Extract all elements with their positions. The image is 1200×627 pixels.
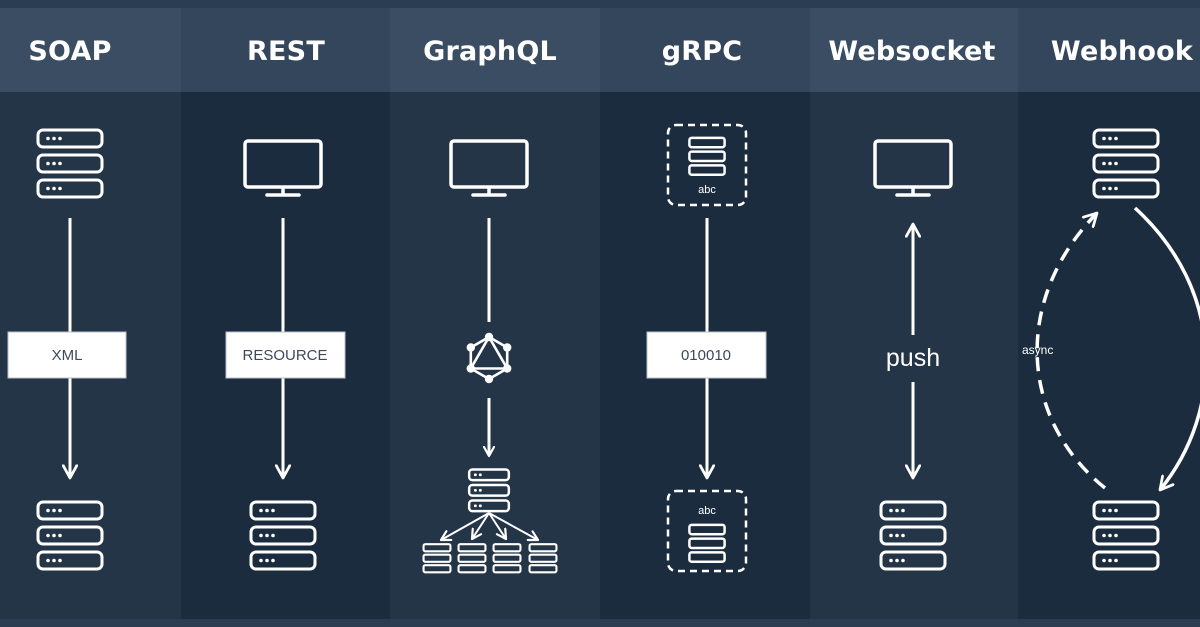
header-bg-websocket <box>810 8 1018 92</box>
grpc-server-top-label: abc <box>698 184 716 196</box>
monitor-icon <box>873 139 953 197</box>
webhook-curve-dashed <box>1035 213 1107 490</box>
grpc-label: 010010 <box>681 347 731 364</box>
rest-label: RESOURCE <box>242 347 327 364</box>
server-icon <box>528 543 558 574</box>
col-bg-soap <box>0 0 181 627</box>
title-webhook: Webhook <box>1051 36 1194 67</box>
header-bg-soap <box>0 8 181 92</box>
grpc-label-box <box>646 331 767 379</box>
graphql-logo-icon <box>466 332 512 384</box>
server-icon <box>36 500 104 571</box>
top-strip <box>0 0 1200 8</box>
title-soap: SOAP <box>28 36 111 67</box>
monitor-icon <box>449 139 529 197</box>
col-bg-webhook <box>1018 0 1200 627</box>
server-icon <box>467 468 511 513</box>
webhook-label: async <box>1022 343 1053 357</box>
monitor-icon <box>243 139 323 197</box>
graphql-fanout-arrows <box>441 512 538 540</box>
grpc-column: abc 010010 abc <box>646 123 767 573</box>
webhook-curve-solid <box>1133 206 1200 490</box>
server-icon <box>688 523 726 563</box>
server-icon <box>1092 500 1160 571</box>
server-icon <box>688 136 726 176</box>
header-bg-rest <box>181 8 390 92</box>
rest-column: RESOURCE <box>225 139 346 571</box>
server-icon <box>249 500 317 571</box>
server-icon <box>1092 128 1160 199</box>
header-bg-webhook <box>1018 8 1200 92</box>
grpc-server-top: abc <box>666 123 748 207</box>
grpc-server-bottom-label: abc <box>698 505 716 517</box>
server-icon <box>36 128 104 199</box>
col-bg-rest <box>181 0 390 627</box>
soap-column: XML <box>7 128 127 571</box>
title-grpc: gRPC <box>662 36 743 67</box>
websocket-label: push <box>886 344 940 372</box>
title-graphql: GraphQL <box>423 36 557 67</box>
bottom-strip <box>0 619 1200 627</box>
mini-servers <box>422 543 558 574</box>
server-icon <box>422 543 452 574</box>
soap-label-box <box>7 331 127 379</box>
col-bg-graphql <box>390 0 600 627</box>
header-bg-grpc <box>600 8 810 92</box>
server-icon <box>879 500 947 571</box>
server-icon <box>457 543 487 574</box>
soap-label: XML <box>52 347 83 364</box>
title-rest: REST <box>247 36 325 67</box>
header-bg-graphql <box>390 8 600 92</box>
server-icon <box>492 543 522 574</box>
grpc-server-bottom: abc <box>666 489 748 573</box>
title-websocket: Websocket <box>828 36 995 67</box>
rest-label-box <box>225 331 346 379</box>
column-titles: SOAP REST GraphQL gRPC Websocket Webhook <box>28 36 1193 67</box>
webhook-column: async <box>1022 128 1200 571</box>
col-bg-grpc <box>600 0 810 627</box>
graphql-column <box>422 139 558 574</box>
websocket-column: push <box>873 139 953 571</box>
